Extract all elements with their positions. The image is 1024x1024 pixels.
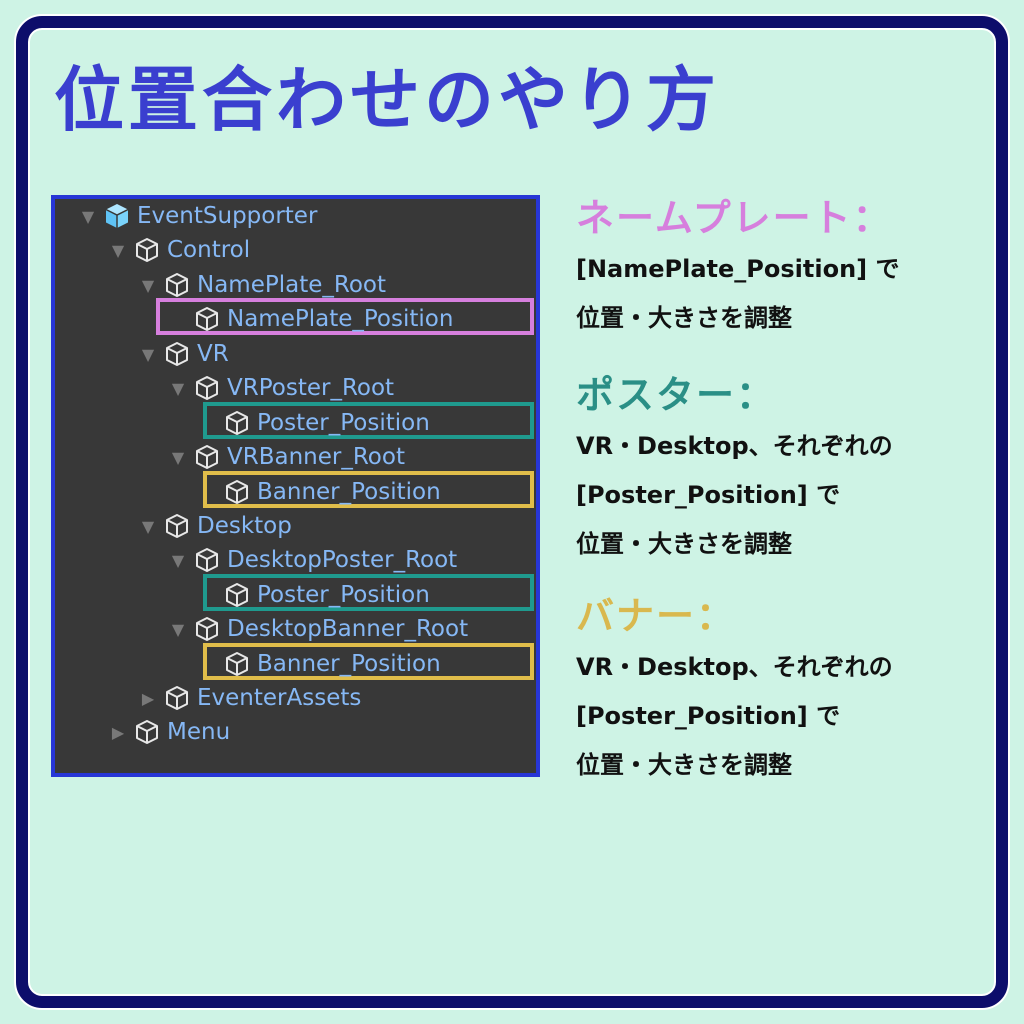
tree-item-label: DesktopPoster_Root (227, 547, 458, 573)
tree-item-eventerassets[interactable]: ▶ EventerAssets (137, 681, 362, 715)
gameobject-cube-icon (196, 617, 218, 641)
gameobject-cube-icon (136, 238, 158, 262)
section-line: 位置・大きさを調整 (576, 304, 792, 332)
tree-item-label: VRPoster_Root (227, 375, 395, 401)
tree-item-label: VRBanner_Root (227, 444, 405, 470)
expand-arrow-icon[interactable]: ▼ (141, 344, 155, 364)
expand-arrow-icon[interactable]: ▼ (141, 516, 155, 536)
gameobject-cube-icon (226, 583, 248, 607)
expand-arrow-icon[interactable]: ▼ (171, 550, 185, 570)
expand-arrow-icon[interactable]: ▼ (81, 206, 95, 226)
tree-item-label: Desktop (197, 513, 292, 539)
gameobject-cube-icon (196, 548, 218, 572)
highlight-desktop-poster-position (203, 574, 534, 611)
gameobject-cube-icon (166, 686, 188, 710)
gameobject-cube-icon (196, 376, 218, 400)
expand-arrow-icon[interactable]: ▼ (171, 378, 185, 398)
gameobject-cube-icon (226, 480, 248, 504)
collapse-arrow-icon[interactable]: ▶ (111, 722, 125, 742)
section-nameplate: ネームプレート： [NamePlate_Position] で 位置・大きさを調… (576, 195, 976, 343)
tree-item-nameplate-position[interactable]: NamePlate_Position (167, 302, 453, 336)
tree-item-label: DesktopBanner_Root (227, 616, 469, 642)
tree-item-label: Banner_Position (257, 651, 441, 677)
highlight-vr-banner-position (203, 471, 534, 508)
tree-item-menu[interactable]: ▶ Menu (107, 715, 230, 749)
tree-item-label: NamePlate_Position (227, 306, 454, 332)
collapse-arrow-icon[interactable]: ▶ (141, 688, 155, 708)
tree-item-label: EventSupporter (137, 203, 318, 229)
gameobject-cube-icon (226, 652, 248, 676)
expand-arrow-icon[interactable]: ▼ (171, 619, 185, 639)
tree-item-label: Control (167, 237, 251, 263)
tree-item-label: Banner_Position (257, 479, 441, 505)
page-title: 位置合わせのやり方 (54, 59, 720, 141)
highlight-vr-poster-position (203, 402, 534, 439)
gameobject-cube-icon (226, 411, 248, 435)
highlight-desktop-banner-position (203, 643, 534, 680)
section-line: 位置・大きさを調整 (576, 530, 792, 558)
section-line: [Poster_Position] で (576, 702, 841, 730)
tree-item-control[interactable]: ▼ Control (107, 233, 250, 267)
gameobject-cube-icon (136, 720, 158, 744)
tree-item-desktopposter-root[interactable]: ▼ DesktopPoster_Root (167, 543, 457, 577)
gameobject-cube-icon (166, 342, 188, 366)
tree-item-label: EventerAssets (197, 685, 362, 711)
section-heading: ネームプレート： (576, 196, 893, 240)
expand-arrow-icon[interactable]: ▼ (141, 275, 155, 295)
tree-item-label: VR (197, 341, 229, 367)
section-poster: ポスター： VR・Desktop、それぞれの [Poster_Position]… (576, 372, 976, 569)
section-line: VR・Desktop、それぞれの (576, 432, 893, 460)
tree-item-label: NamePlate_Root (197, 272, 386, 298)
section-line: VR・Desktop、それぞれの (576, 653, 893, 681)
tree-item-vrposter-root[interactable]: ▼ VRPoster_Root (167, 371, 394, 405)
section-line: [Poster_Position] で (576, 481, 841, 509)
prefab-cube-icon (105, 204, 129, 228)
tree-item-desktop[interactable]: ▼ Desktop (137, 509, 292, 543)
tree-item-vr-banner-position[interactable]: Banner_Position (197, 475, 441, 509)
tree-item-eventsupporter[interactable]: ▼ EventSupporter (77, 199, 318, 233)
highlight-nameplate-position (156, 298, 534, 335)
tree-item-desktop-banner-position[interactable]: Banner_Position (197, 647, 441, 681)
hierarchy-panel: ▼ EventSupporter ▼ Control ▼ NamePlate_R… (51, 195, 540, 777)
gameobject-cube-icon (166, 273, 188, 297)
gameobject-cube-icon (166, 514, 188, 538)
section-line: 位置・大きさを調整 (576, 751, 792, 779)
tree-item-label: Poster_Position (257, 410, 430, 436)
expand-arrow-icon[interactable]: ▼ (171, 447, 185, 467)
tree-item-vr[interactable]: ▼ VR (137, 337, 229, 371)
gameobject-cube-icon (196, 445, 218, 469)
section-line: [NamePlate_Position] で (576, 255, 900, 283)
tree-item-vrbanner-root[interactable]: ▼ VRBanner_Root (167, 440, 405, 474)
tree-item-vr-poster-position[interactable]: Poster_Position (197, 406, 430, 440)
section-heading: バナー： (576, 594, 737, 638)
expand-arrow-icon[interactable]: ▼ (111, 240, 125, 260)
tree-item-label: Menu (167, 719, 231, 745)
tree-item-desktop-poster-position[interactable]: Poster_Position (197, 578, 430, 612)
tree-item-label: Poster_Position (257, 582, 430, 608)
tree-item-nameplate-root[interactable]: ▼ NamePlate_Root (137, 268, 386, 302)
section-heading: ポスター： (576, 373, 777, 417)
gameobject-cube-icon (196, 307, 218, 331)
tree-item-desktopbanner-root[interactable]: ▼ DesktopBanner_Root (167, 612, 468, 646)
section-banner: バナー： VR・Desktop、それぞれの [Poster_Position] … (576, 593, 976, 790)
